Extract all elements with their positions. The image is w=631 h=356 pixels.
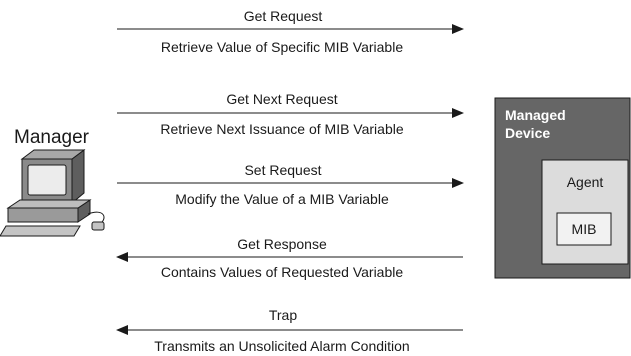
message-description: Modify the Value of a MIB Variable bbox=[175, 191, 389, 207]
message-description: Retrieve Next Issuance of MIB Variable bbox=[160, 121, 404, 137]
message-label: Get Next Request bbox=[226, 91, 337, 107]
message-description: Contains Values of Requested Variable bbox=[161, 264, 404, 280]
message-description: Transmits an Unsolicited Alarm Condition bbox=[154, 338, 409, 354]
message-label: Get Response bbox=[237, 236, 327, 252]
mib-label: MIB bbox=[572, 221, 597, 237]
message-label: Trap bbox=[269, 307, 297, 323]
agent-box bbox=[541, 159, 629, 265]
message-label: Get Request bbox=[244, 8, 323, 24]
message-trap: Trap Transmits an Unsolicited Alarm Cond… bbox=[116, 307, 463, 354]
mib-box bbox=[556, 212, 612, 246]
managed-device-title-line2: Device bbox=[505, 125, 550, 141]
managed-device-title-line1: Managed bbox=[505, 107, 566, 123]
message-description: Retrieve Value of Specific MIB Variable bbox=[161, 39, 403, 55]
message-set-request: Set Request Modify the Value of a MIB Va… bbox=[117, 162, 464, 207]
message-get-response: Get Response Contains Values of Requeste… bbox=[116, 236, 463, 280]
computer-icon bbox=[0, 149, 105, 237]
manager-label: Manager bbox=[14, 127, 90, 148]
agent-label: Agent bbox=[567, 174, 604, 190]
message-get-request: Get Request Retrieve Value of Specific M… bbox=[117, 8, 464, 55]
message-label: Set Request bbox=[244, 162, 321, 178]
message-get-next-request: Get Next Request Retrieve Next Issuance … bbox=[117, 91, 464, 137]
